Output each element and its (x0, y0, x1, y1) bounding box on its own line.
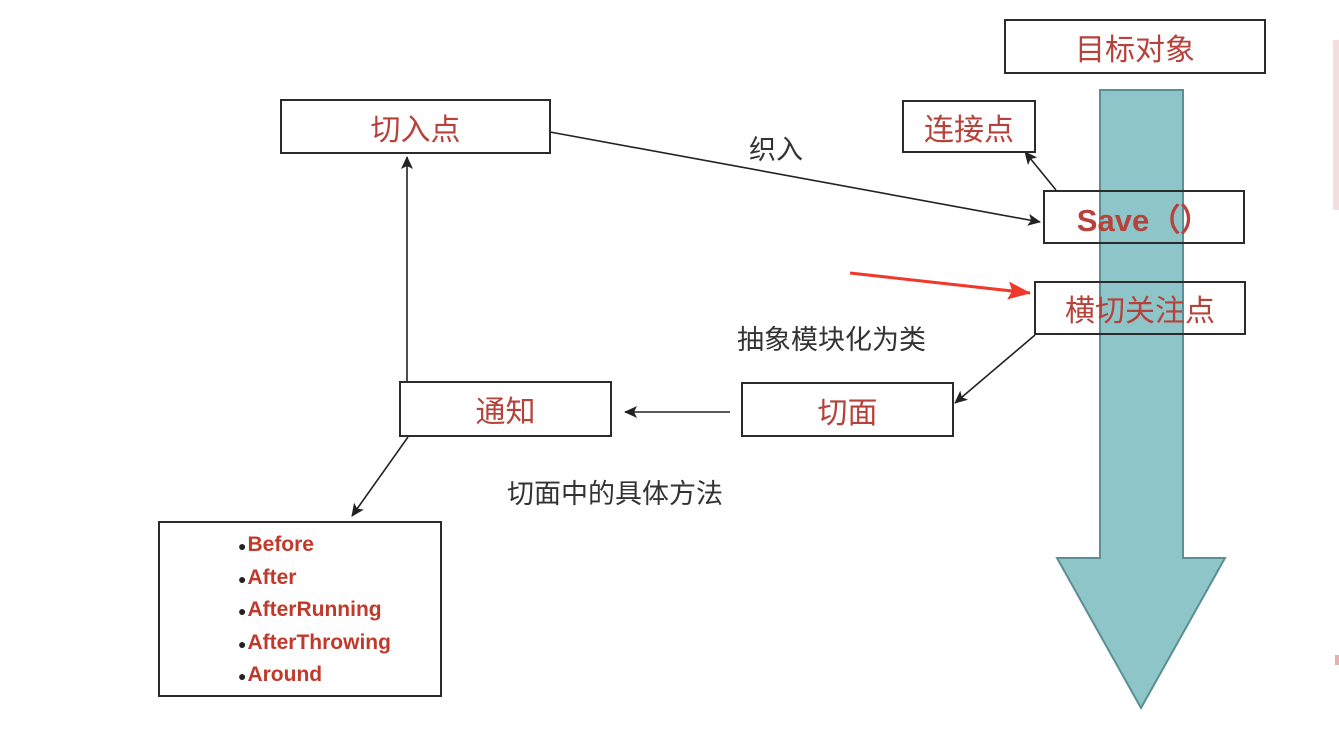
save-method-label: Save（） (1076, 202, 1212, 238)
advice-type-label: AfterThrowing (247, 630, 391, 654)
bullet-icon: ● (238, 570, 247, 587)
advice-type-item: ●Before (238, 529, 391, 562)
advice-label: 通知 (475, 395, 536, 430)
join-point-label: 连接点 (924, 112, 1014, 148)
pointcut-node: 切入点 (280, 99, 551, 154)
advice-node: 通知 (399, 381, 612, 437)
concern-to-aspect-connector (954, 334, 1036, 404)
highlight-arrow (849, 271, 1031, 300)
pointcut-label: 切入点 (370, 112, 461, 148)
advice-types-list: ●Before ●After ●AfterRunning ●AfterThrow… (238, 529, 391, 692)
slide-edge-mark (1335, 655, 1339, 665)
advice-type-item: ●After (238, 562, 391, 595)
aspect-label: 切面 (817, 395, 878, 431)
concrete-methods-label: 切面中的具体方法 (507, 479, 723, 510)
advice-type-item: ●AfterRunning (238, 594, 391, 627)
advice-to-types-connector (351, 436, 409, 517)
join-point-node: 连接点 (902, 100, 1036, 153)
save-method-node: Save（） (1043, 190, 1245, 244)
weave-label: 织入 (749, 135, 803, 166)
target-object-node: 目标对象 (1004, 19, 1266, 74)
advice-type-item: ●Around (238, 659, 391, 692)
advice-type-label: After (247, 565, 297, 589)
slide-edge-bar (1333, 40, 1339, 210)
crosscutting-concern-node: 横切关注点 (1034, 281, 1246, 335)
target-object-label: 目标对象 (1075, 32, 1195, 68)
bullet-icon: ● (238, 603, 247, 619)
advice-type-item: ●AfterThrowing (238, 627, 391, 660)
aspect-node: 切面 (741, 382, 954, 437)
advice-types-box: ●Before ●After ●AfterRunning ●AfterThrow… (158, 521, 442, 697)
advice-type-label: AfterRunning (247, 598, 382, 621)
advice-type-label: Around (247, 663, 323, 686)
save-to-joinpoint-connector (1024, 151, 1057, 191)
bullet-icon: ● (238, 635, 247, 652)
bullet-icon: ● (238, 538, 247, 554)
bullet-icon: ● (238, 668, 247, 684)
crosscutting-concern-label: 横切关注点 (1065, 294, 1215, 329)
advice-type-label: Before (247, 533, 314, 556)
weave-connector (549, 131, 1041, 226)
target-object-flow-arrow (1055, 89, 1227, 711)
abstract-modularize-label: 抽象模块化为类 (737, 325, 926, 356)
